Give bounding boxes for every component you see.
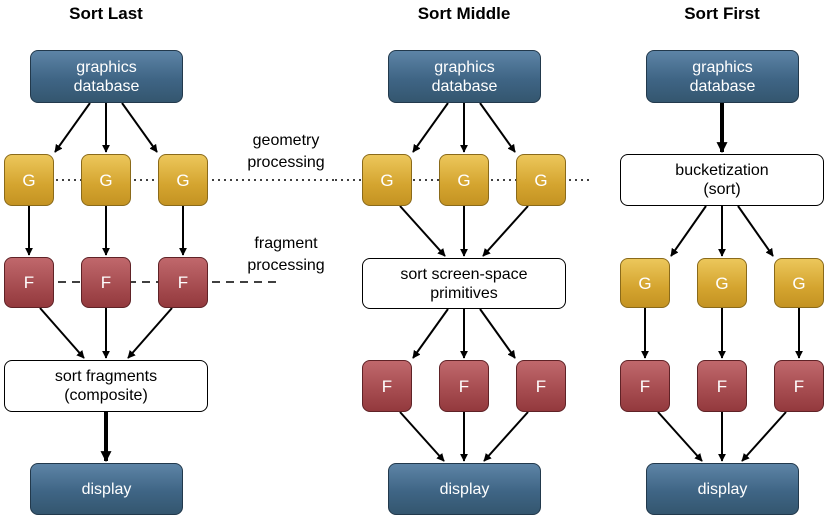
sort-middle-fragment-node-2: F <box>439 360 489 412</box>
bucketization-line1: bucketization <box>675 162 769 179</box>
sort-middle-display: display <box>388 463 541 515</box>
sort-last-arrows <box>25 102 187 463</box>
sort-middle-geometry-node-2: G <box>439 154 489 206</box>
label-geometry-processing: geometry processing <box>234 130 338 174</box>
sort-first-fragment-node-1: F <box>620 360 670 412</box>
sort-first-geometry-node-1: G <box>620 258 670 308</box>
sort-primitives-line2: primitives <box>430 284 498 302</box>
sort-last-geometry-node-2: G <box>81 154 131 206</box>
title-sort-last: Sort Last <box>69 4 143 23</box>
title-sort-middle: Sort Middle <box>417 4 511 23</box>
sort-middle-fragment-node-1: F <box>362 360 412 412</box>
label-fragment-line2: processing <box>247 257 325 274</box>
bucketization-line2: (sort) <box>703 181 741 198</box>
sort-fragments-line2: (composite) <box>64 387 148 404</box>
db-line2: database <box>431 77 498 95</box>
sort-fragments-line1: sort fragments <box>54 368 158 385</box>
sort-middle-fragment-node-3: F <box>516 360 566 412</box>
sort-last-fragment-node-1: F <box>4 257 54 308</box>
sort-first-arrows <box>641 103 803 462</box>
bucketization-box: bucketization (sort) <box>620 154 824 206</box>
db-line2: database <box>73 77 140 95</box>
sort-last-geometry-node-1: G <box>4 154 54 206</box>
sort-first-geometry-node-2: G <box>697 258 747 308</box>
sort-middle-arrows <box>399 102 529 462</box>
sort-last-fragment-node-2: F <box>81 257 131 308</box>
sort-last-fragment-node-3: F <box>158 257 208 308</box>
sort-middle-geometry-node-3: G <box>516 154 566 206</box>
db-line2: database <box>689 77 756 95</box>
db-line1: graphics <box>76 58 137 76</box>
sort-first-fragment-node-2: F <box>697 360 747 412</box>
sort-fragments-box: sort fragments (composite) <box>4 360 208 412</box>
db-line1: graphics <box>692 58 753 76</box>
label-fragment-processing: fragment processing <box>234 233 338 277</box>
title-sort-first: Sort First <box>684 4 760 23</box>
label-geometry-line2: processing <box>247 154 325 171</box>
sort-last-geometry-node-3: G <box>158 154 208 206</box>
sort-first-geometry-node-3: G <box>774 258 824 308</box>
sort-last-display: display <box>30 463 183 515</box>
sort-middle-geometry-node-1: G <box>362 154 412 206</box>
db-line1: graphics <box>434 58 495 76</box>
sort-first-fragment-node-3: F <box>774 360 824 412</box>
sort-primitives-line1: sort screen-space <box>400 265 528 283</box>
label-geometry-line1: geometry <box>252 132 320 149</box>
label-fragment-line1: fragment <box>254 235 318 252</box>
sort-first-display: display <box>646 463 799 515</box>
